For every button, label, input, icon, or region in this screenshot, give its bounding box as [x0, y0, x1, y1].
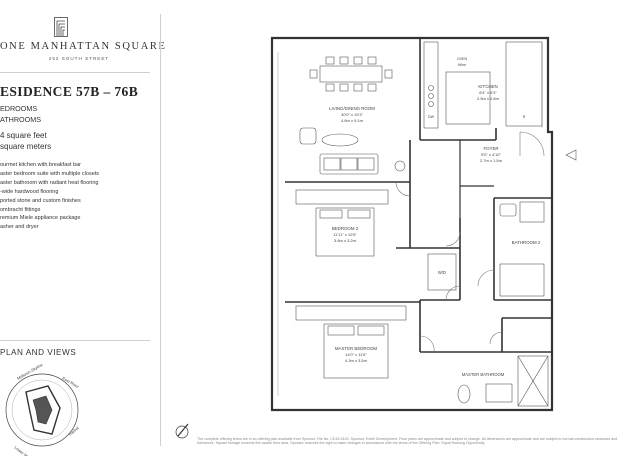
door-swing [519, 131, 545, 157]
label-dw: DW [428, 115, 435, 119]
master-bed [295, 305, 407, 379]
brand-name: ONE MANHATTAN SQUARE [0, 41, 167, 52]
dining-table [309, 56, 393, 92]
feature-item: -wide hardwood flooring [0, 188, 59, 195]
interior-wall [419, 38, 497, 141]
door-swing [395, 181, 411, 197]
door-swing [445, 285, 461, 301]
room-name-kitchen: KITCHEN [478, 84, 497, 89]
entry-arrow-icon [565, 149, 577, 161]
label-oven: OVEN [457, 57, 468, 61]
room-name-master-bathroom: MASTER BATHROOM [462, 372, 505, 377]
door-swing [477, 269, 495, 287]
feature-item: ourmet kitchen with breakfast bar [0, 162, 82, 168]
residence-title: ESIDENCE 57B – 76B [0, 84, 139, 99]
room-dim-bedroom2: 11'11" x 10'5" [333, 232, 357, 237]
interior-wall [396, 182, 461, 352]
views-compass-diagram: Midtown Skyline East River Harbor Lower … [5, 364, 81, 456]
interior-wall [459, 140, 494, 218]
feature-list: ourmet kitchen with breakfast bar aster … [0, 161, 99, 232]
room-name-bedroom2: BEDROOM 2 [332, 226, 359, 231]
feature-item: aster bedroom suite with multiple closet… [0, 170, 100, 177]
label-r: R [523, 115, 526, 119]
feature-item: ported stone and custom finishes [0, 197, 81, 204]
room-name-master-bedroom: MASTER BEDROOM [335, 346, 378, 351]
panel-divider [160, 14, 161, 446]
room-dim-master-bedroom: 14'0" x 11'6" [345, 352, 367, 357]
interior-wall [420, 317, 552, 353]
room-name-bathroom2: BATHROOM 2 [512, 240, 541, 245]
north-arrow-icon [175, 423, 189, 439]
room-dim-foyer: 9'0" x 4'10" [481, 152, 501, 157]
washer-dryer [427, 253, 457, 291]
room-name-wd: W/D [438, 270, 446, 275]
compass-label: Midtown Skyline [16, 364, 44, 381]
plan-and-views-heading: PLAN AND VIEWS [0, 348, 77, 357]
bed [295, 189, 389, 257]
feature-item: aster bathroom with radiant heat floorin… [0, 179, 99, 186]
door-swing [489, 331, 503, 345]
door-swing [419, 335, 435, 353]
divider-line [0, 340, 150, 341]
room-metric-master-bedroom: 4.3m x 3.5m [345, 358, 368, 363]
room-dim-kitchen: 8'4" x 9'3" [479, 90, 497, 95]
sofa [299, 127, 406, 175]
square-feet: 4 square feet [0, 131, 47, 140]
room-metric-bedroom2: 3.6m x 3.2m [334, 238, 357, 243]
room-metric-living: 4.6m x 9.1m [341, 118, 364, 123]
legal-disclaimer: The complete offering terms are in an of… [197, 437, 618, 446]
room-dim-living: 30'0" x 15'3" [341, 112, 364, 117]
info-panel: ONE MANHATTAN SQUARE 252 SOUTH STREET ES… [0, 0, 167, 460]
building-logo-icon [54, 17, 68, 37]
compass-label: East River [62, 376, 81, 390]
square-meters: square meters [0, 142, 52, 151]
room-metric-foyer: 2.7m x 1.5m [480, 158, 503, 163]
room-name-foyer: FOYER [483, 146, 498, 151]
door-swing [445, 231, 461, 247]
label-wine: Wine [458, 63, 466, 67]
compass-label: Harbor [67, 425, 80, 437]
feature-item: remium Miele appliance package [0, 215, 81, 222]
brand-address: 252 SOUTH STREET [48, 56, 110, 61]
floor-plan: LIVING/DINING ROOM 30'0" x 15'3" 4.6m x … [175, 36, 577, 439]
divider-line [0, 72, 150, 73]
interior-wall [285, 140, 411, 183]
room-name-living: LIVING/DINING ROOM [329, 106, 375, 111]
compass-label: Lower Manhattan [13, 445, 40, 456]
master-bath-fixtures [457, 355, 549, 407]
feature-item: asher and dryer [0, 224, 39, 231]
feature-item: ombracht fittings [0, 206, 41, 213]
kitchen-counters [423, 41, 543, 129]
bathroom-fixtures [499, 201, 545, 297]
bedrooms-count: EDROOMS [0, 104, 38, 113]
exterior-wall [270, 36, 554, 412]
bathrooms-count: ATHROOMS [0, 115, 41, 124]
room-metric-kitchen: 2.5m x 2.8m [477, 96, 500, 101]
interior-wall [493, 197, 552, 301]
